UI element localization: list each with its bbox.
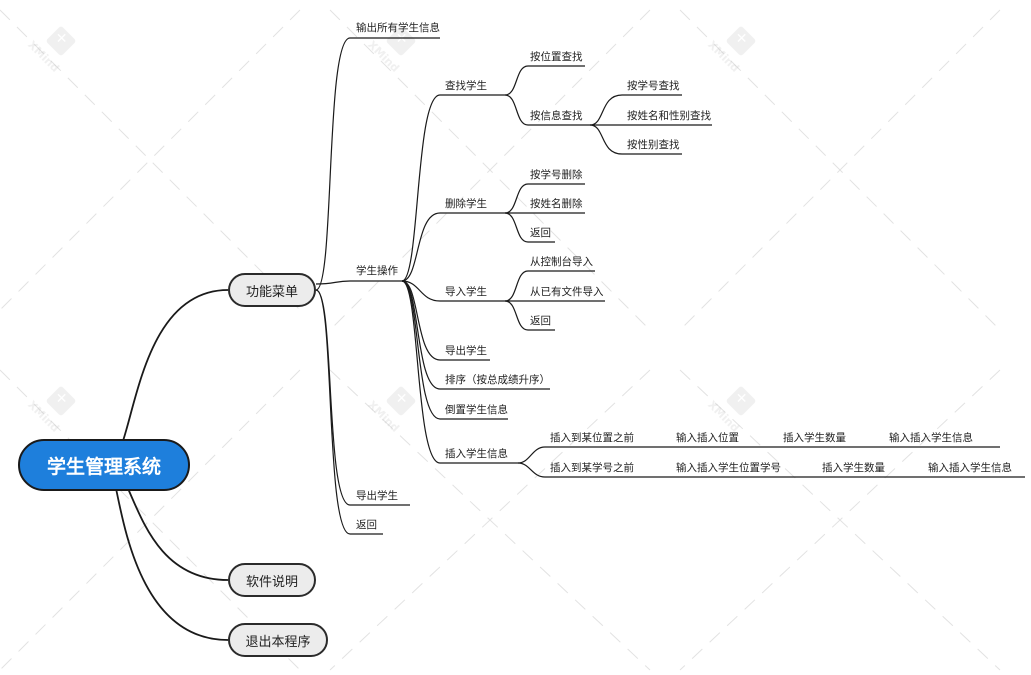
topic-insert-pos-step1[interactable]: 输入插入位置 xyxy=(676,432,739,444)
topic-import-file[interactable]: 从已有文件导入 xyxy=(530,286,604,298)
branch-about[interactable]: 软件说明 xyxy=(228,563,316,597)
topic-export[interactable]: 导出学生 xyxy=(356,490,398,502)
topic-find-by-id[interactable]: 按学号查找 xyxy=(627,80,680,92)
branch-quit[interactable]: 退出本程序 xyxy=(228,623,328,657)
topic-delete-by-name[interactable]: 按姓名删除 xyxy=(530,198,583,210)
topic-find-by-info[interactable]: 按信息查找 xyxy=(530,110,583,122)
topic-delete-back[interactable]: 返回 xyxy=(530,227,551,239)
topic-output-all[interactable]: 输出所有学生信息 xyxy=(356,22,440,34)
topic-find-by-gender[interactable]: 按性别查找 xyxy=(627,139,680,151)
topic-find-by-name-gender[interactable]: 按姓名和性别查找 xyxy=(627,110,711,122)
topic-delete[interactable]: 删除学生 xyxy=(445,198,487,210)
topic-insert-pos-step2[interactable]: 插入学生数量 xyxy=(783,432,846,444)
topic-insert-pos-step3[interactable]: 输入插入学生信息 xyxy=(889,432,973,444)
topic-insert-id-step3[interactable]: 输入插入学生信息 xyxy=(928,462,1012,474)
topic-import[interactable]: 导入学生 xyxy=(445,286,487,298)
topic-insert-before-position[interactable]: 插入到某位置之前 xyxy=(550,432,634,444)
topic-find[interactable]: 查找学生 xyxy=(445,80,487,92)
topic-insert-id-step1[interactable]: 输入插入学生位置学号 xyxy=(676,462,781,474)
root-node[interactable]: 学生管理系统 xyxy=(18,439,190,491)
branch-menu[interactable]: 功能菜单 xyxy=(228,273,316,307)
topic-insert[interactable]: 插入学生信息 xyxy=(445,448,508,460)
topic-sort[interactable]: 排序（按总成绩升序） xyxy=(445,374,550,386)
topic-import-console[interactable]: 从控制台导入 xyxy=(530,256,593,268)
topic-export-students[interactable]: 导出学生 xyxy=(445,345,487,357)
topic-insert-id-step2[interactable]: 插入学生数量 xyxy=(822,462,885,474)
topic-find-by-position[interactable]: 按位置查找 xyxy=(530,51,583,63)
topic-delete-by-id[interactable]: 按学号删除 xyxy=(530,169,583,181)
topic-import-back[interactable]: 返回 xyxy=(530,315,551,327)
topic-reverse[interactable]: 倒置学生信息 xyxy=(445,404,508,416)
topic-student-ops[interactable]: 学生操作 xyxy=(356,265,398,277)
topic-insert-before-id[interactable]: 插入到某学号之前 xyxy=(550,462,634,474)
topic-back[interactable]: 返回 xyxy=(356,519,377,531)
